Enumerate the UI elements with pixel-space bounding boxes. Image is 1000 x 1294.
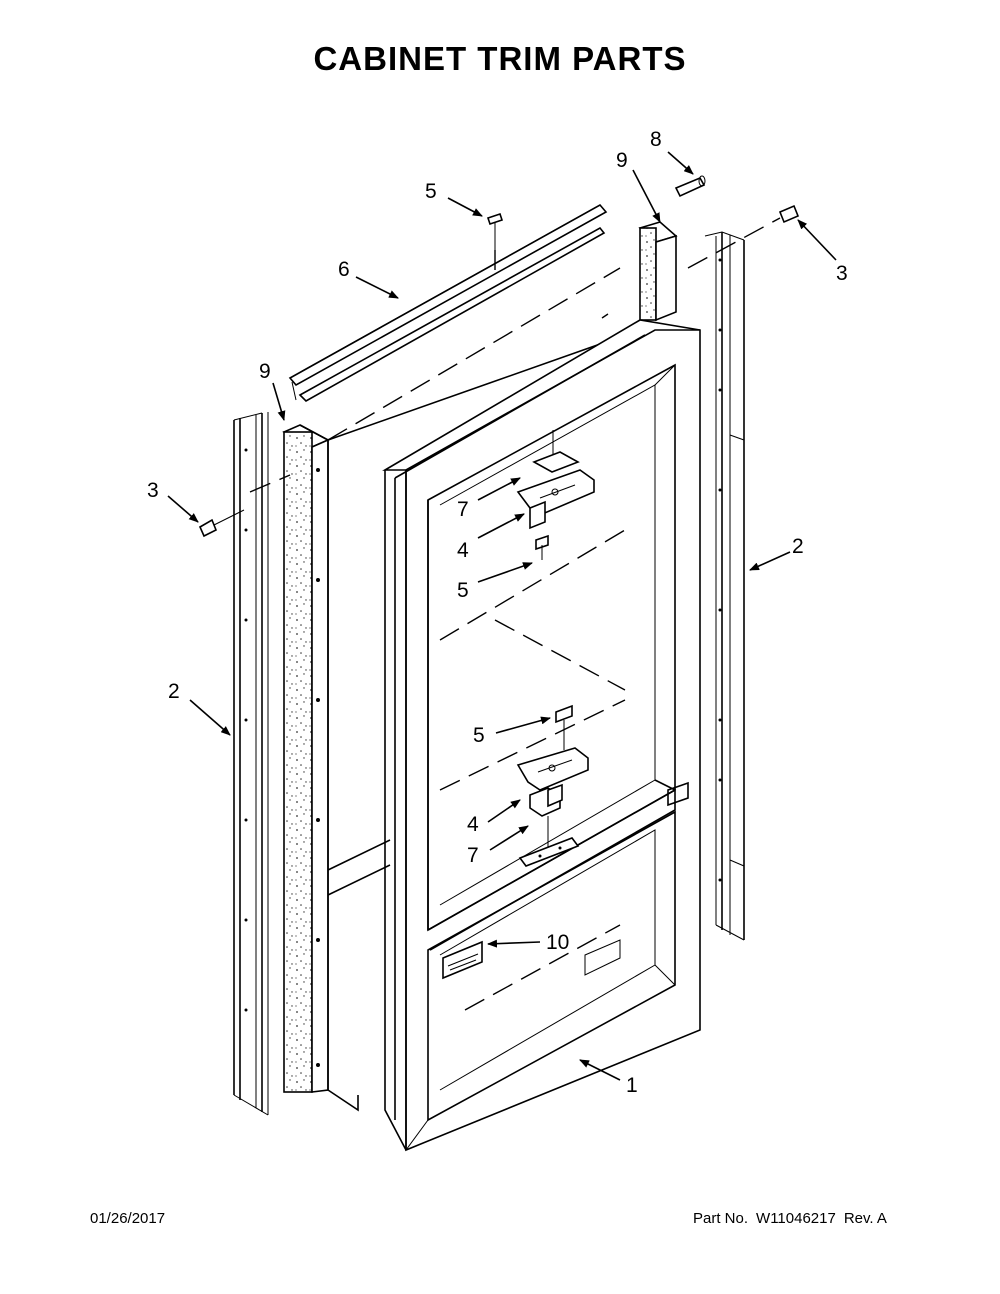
callout-2-right: 2	[792, 535, 804, 558]
callout-6: 6	[338, 258, 350, 281]
screw-left-3	[198, 474, 291, 538]
screw-top-5	[486, 212, 504, 270]
top-trim-rail	[288, 203, 608, 402]
callout-8: 8	[650, 128, 662, 151]
footer-part-info: Part No. W11046217 Rev. A	[693, 1210, 887, 1227]
right-side-trim	[704, 231, 745, 941]
screw-lower-5	[555, 704, 573, 750]
footer-date: 01/26/2017	[90, 1210, 166, 1227]
main-trim-frame	[382, 319, 701, 1152]
right-foam-strip	[638, 221, 678, 322]
callout-3-right: 3	[836, 262, 848, 285]
callout-5-upper: 5	[457, 579, 469, 602]
cabinet-side	[299, 267, 641, 1112]
revision: Rev. A	[843, 1210, 887, 1227]
callout-5-top: 5	[425, 180, 437, 203]
name-badge	[442, 940, 483, 980]
left-foam-strip	[282, 424, 330, 1093]
page-title: CABINET TRIM PARTS	[313, 40, 687, 77]
callout-10: 10	[546, 931, 569, 954]
callout-7-upper: 7	[457, 498, 469, 521]
left-side-trim	[233, 412, 269, 1116]
callout-9-right: 9	[616, 149, 628, 172]
lower-hinge-bracket	[516, 747, 589, 867]
callout-5-lower: 5	[473, 724, 485, 747]
callout-3-left: 3	[147, 479, 159, 502]
callout-9-left: 9	[259, 360, 271, 383]
screw-right-3	[687, 204, 800, 269]
part-number: W11046217	[756, 1210, 836, 1227]
callout-4-lower: 4	[467, 813, 479, 836]
callout-7-lower: 7	[467, 844, 479, 867]
part-label: Part No.	[693, 1210, 749, 1227]
pin-8	[601, 175, 706, 319]
upper-hinge-bracket	[516, 430, 595, 530]
callout-1: 1	[626, 1074, 638, 1097]
callout-4-upper: 4	[457, 539, 469, 562]
callout-2-left: 2	[168, 680, 180, 703]
screw-upper-5	[535, 534, 549, 560]
